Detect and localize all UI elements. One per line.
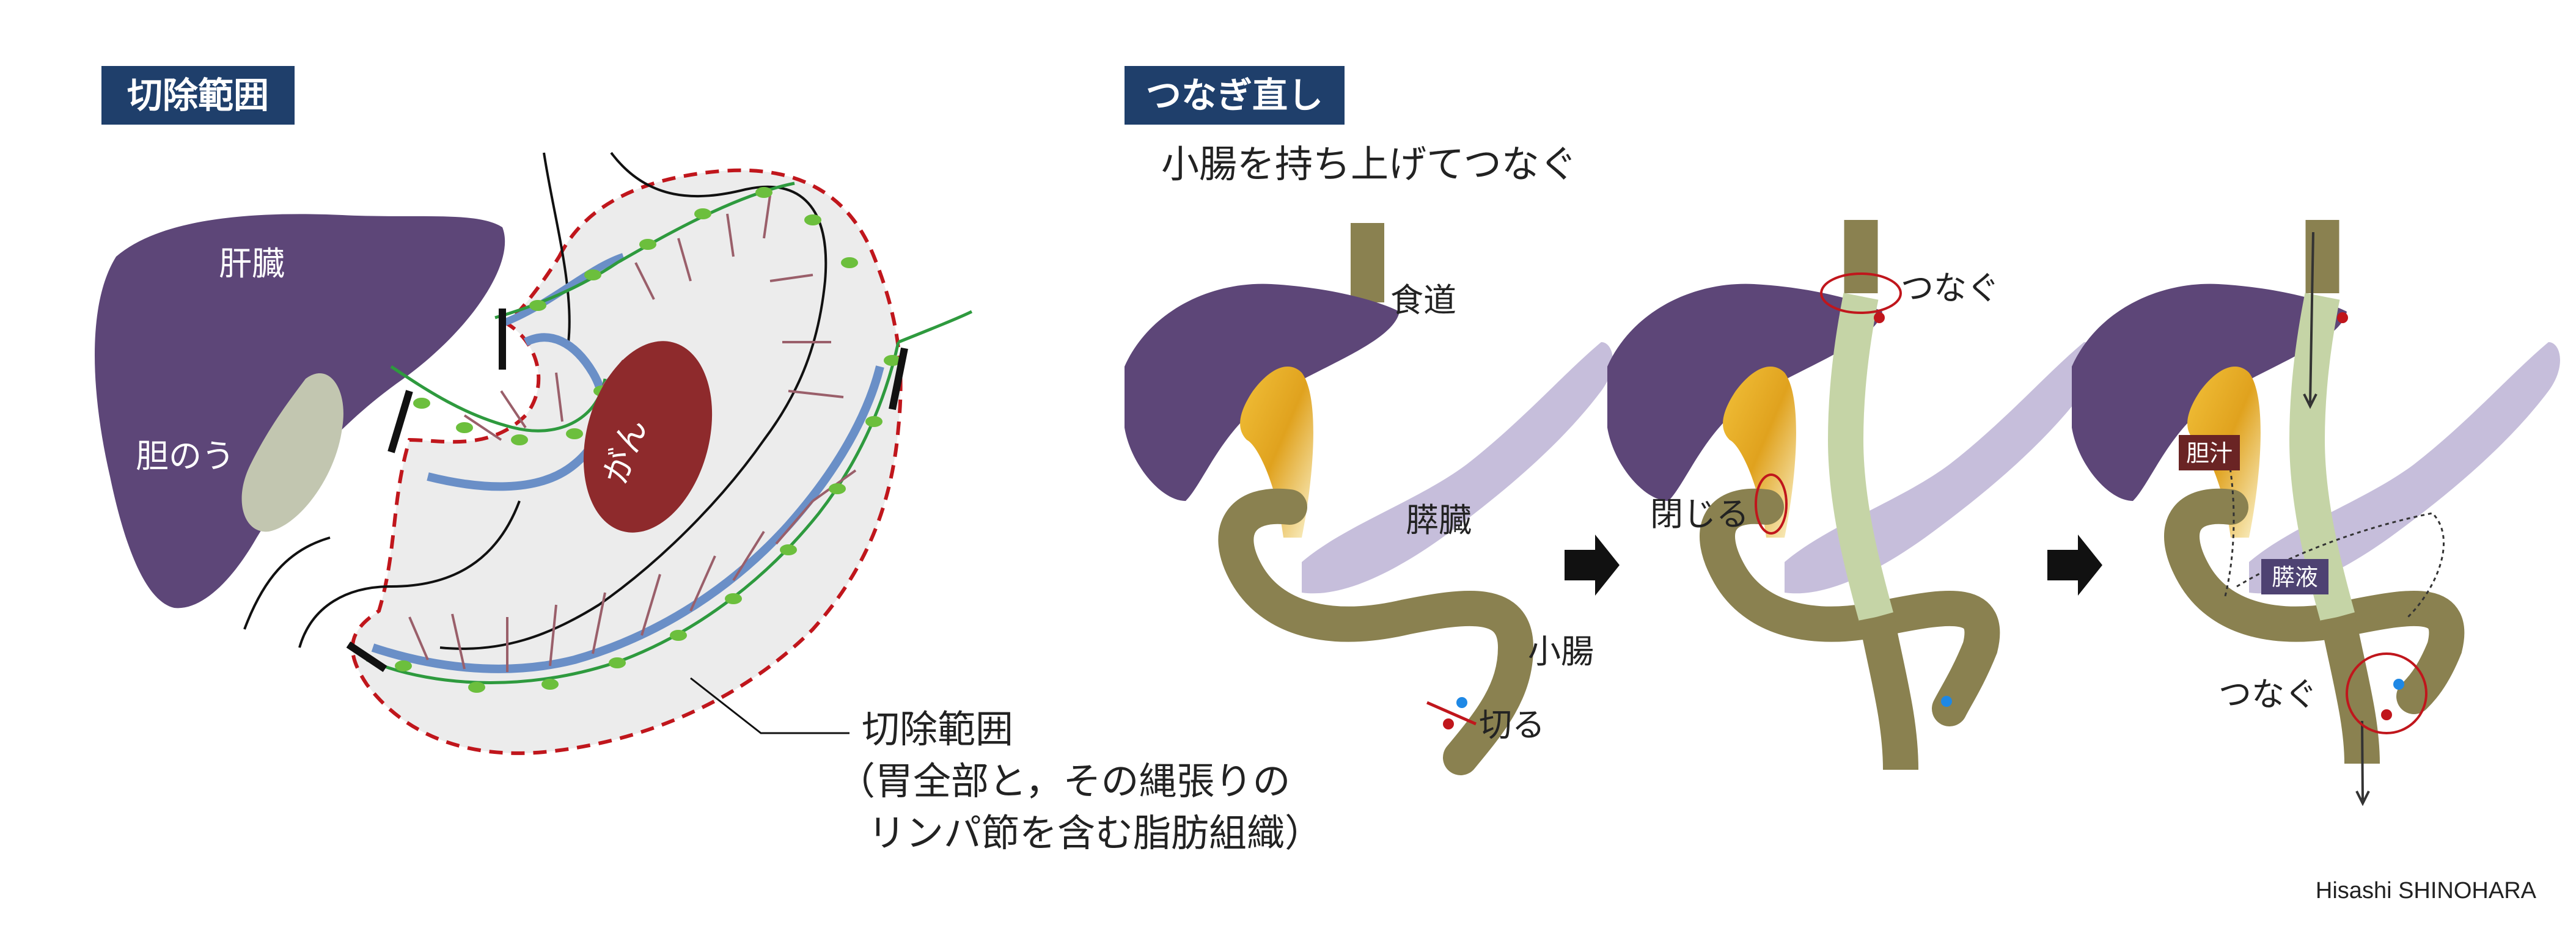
right-subtitle: 小腸を持ち上げてつなぐ [1161,142,1577,186]
panel-3: 胆汁 膵液 つなぐ [2072,220,2560,806]
p1-cut-label: 切る [1479,706,1545,744]
lymph-nodes [395,187,901,693]
p2-lower-loop [1859,613,1918,770]
p1-blue-dot [1456,697,1467,708]
p2-red-dot [1874,312,1885,323]
cancer-mass [583,341,713,533]
vessel-greater-curvature [371,365,884,673]
p3-lower-loop [2320,613,2380,764]
p3-pancreatic-label-bg [2261,559,2328,594]
liver-label: 肝臓 [219,244,285,283]
arrow-1 [1565,535,1620,596]
gallbladder-shape [241,373,343,532]
panel-2: つなぐ 閉じる [1607,220,2096,770]
stomach-outline [439,152,827,650]
p2-connect-circle [1820,272,1902,314]
p1-cut-line [1426,701,1477,726]
p2-blue-dot [1941,696,1952,707]
panel-1: 食道 膵臓 小腸 切る [1125,223,1613,775]
p1-intestine [1218,488,1534,775]
stomach-line-lower [243,536,331,630]
p3-blue-dot [2393,679,2404,690]
left-title-bg [101,66,295,125]
p3-flow-line [2223,439,2445,618]
p1-pancreas-label: 膵臓 [1406,501,1472,539]
left-panel: 切除範囲 肝臓 胆のう [95,66,1323,855]
resection-label-2: （胃全部と，その縄張りの [837,759,1291,803]
gallbladder-label: 胆のう [136,437,235,475]
p3-connect-label: つなぐ [2218,675,2317,714]
p3-flow-arrow-down [2303,232,2370,806]
p3-bile-label: 胆汁 [2186,440,2233,467]
p2-connect-label: つなぐ [1901,269,2000,307]
p3-connect-circle [2346,652,2427,734]
p3-red-dot-lower [2381,709,2392,720]
p1-esophagus-label: 食道 [1390,281,1456,320]
p2-close-label: 閉じる [1650,495,1749,533]
stomach-line-top [543,152,571,343]
p1-red-dot [1443,718,1454,729]
resection-label-3: リンパ節を含む脂肪組織） [868,811,1323,855]
author-credit: Hisashi SHINOHARA [2316,878,2537,904]
arrow-2 [2047,535,2102,596]
left-title: 切除範囲 [127,75,269,116]
right-title-bg [1125,66,1345,125]
p2-raised-loop [1827,293,1893,622]
lymph-chain [366,181,973,684]
cut-markers [346,309,908,672]
p3-pancreatic-label: 膵液 [2272,564,2318,591]
vessel-branches [408,195,857,672]
right-title: つなぎ直し [1146,75,1323,116]
vessel-top [499,253,625,327]
p1-intestine-label: 小腸 [1528,632,1594,671]
duodenum-line [298,500,521,648]
resection-callout [690,677,849,734]
resection-label-1: 切除範囲 [862,707,1013,751]
p2-close-circle [1755,473,1788,535]
p3-bile-label-bg [2179,435,2240,470]
p3-red-dot [2337,312,2348,323]
p1-esophagus [1351,223,1384,302]
p1-pancreas [1302,342,1613,594]
